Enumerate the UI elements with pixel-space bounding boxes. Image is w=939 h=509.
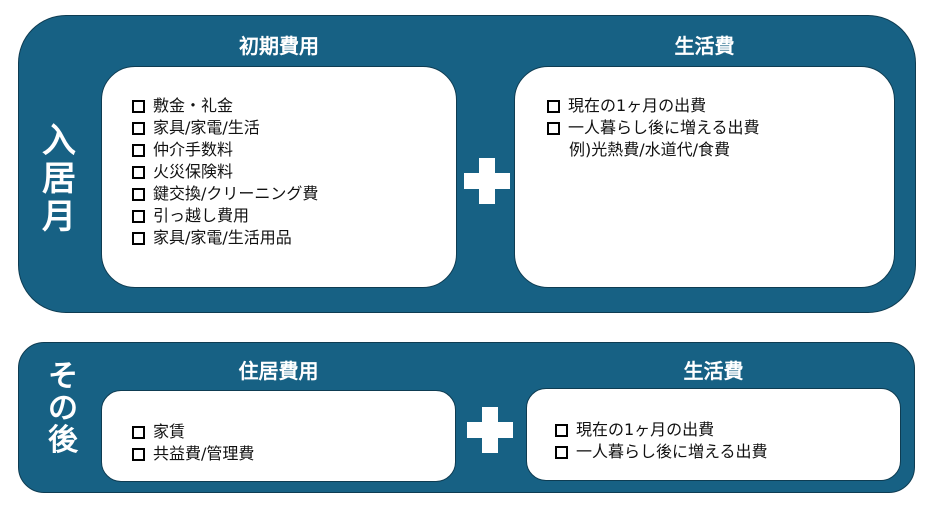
initial-costs-box: 敷金・礼金 家具/家電/生活 仲介手数料 火災保険料 鍵交換/クリーニング費 引…	[101, 66, 457, 288]
living-costs-box: 現在の1ヶ月の出費 一人暮らし後に増える出費	[526, 388, 901, 481]
item-text: 火災保険料	[153, 162, 234, 181]
plus-icon	[467, 407, 513, 453]
initial-costs-list: 敷金・礼金 家具/家電/生活 仲介手数料 火災保険料 鍵交換/クリーニング費 引…	[132, 95, 318, 249]
label-char: 入	[42, 121, 76, 161]
living-costs-list: 現在の1ヶ月の出費 一人暮らし後に増える出費 例)光熱費/水道代/食費	[547, 95, 760, 161]
list-item: 家賃	[132, 421, 254, 443]
checkbox-icon	[132, 143, 145, 157]
move-in-month-panel: 入 居 月 初期費用 敷金・礼金 家具/家電/生活 仲介手数料 火災保険料 鍵交…	[18, 15, 916, 313]
checkbox-icon	[132, 187, 145, 201]
checkbox-icon	[132, 447, 145, 461]
initial-costs-title: 初期費用	[239, 34, 319, 58]
housing-costs-title: 住居費用	[238, 359, 319, 383]
label-char: そ	[48, 359, 78, 394]
list-item: 引っ越し費用	[132, 205, 318, 227]
checkbox-icon	[547, 99, 560, 113]
living-costs-title: 生活費	[674, 34, 735, 58]
living-costs-title: 生活費	[683, 359, 744, 383]
item-text: 現在の1ヶ月の出費	[568, 96, 707, 115]
housing-costs-list: 家賃 共益費/管理費	[132, 421, 254, 465]
checkbox-icon	[547, 121, 560, 135]
after-label: そ の 後	[43, 361, 83, 457]
label-char: 後	[48, 423, 78, 458]
living-costs-box: 現在の1ヶ月の出費 一人暮らし後に増える出費 例)光熱費/水道代/食費	[514, 66, 895, 288]
item-text: 引っ越し費用	[153, 206, 250, 225]
checkbox-icon	[132, 165, 145, 179]
label-char: の	[48, 391, 78, 426]
item-text: 現在の1ヶ月の出費	[576, 420, 715, 439]
list-item: 家具/家電/生活用品	[132, 227, 318, 249]
item-text: 家具/家電/生活	[153, 118, 260, 137]
housing-costs-box: 家賃 共益費/管理費	[101, 390, 456, 482]
list-item: 一人暮らし後に増える出費	[555, 441, 768, 463]
item-text: 一人暮らし後に増える出費	[568, 118, 760, 137]
list-item: 共益費/管理費	[132, 443, 254, 465]
checkbox-icon	[132, 231, 145, 245]
item-text: 共益費/管理費	[153, 444, 255, 463]
list-item: 鍵交換/クリーニング費	[132, 183, 318, 205]
plus-icon	[464, 158, 510, 204]
living-costs-list: 現在の1ヶ月の出費 一人暮らし後に増える出費	[555, 419, 768, 463]
checkbox-icon	[132, 121, 145, 135]
list-item: 家具/家電/生活	[132, 117, 318, 139]
item-text: 鍵交換/クリーニング費	[153, 184, 319, 203]
item-text: 家賃	[153, 422, 186, 441]
after-panel: そ の 後 住居費用 家賃 共益費/管理費 生活費 現在の1ヶ月の出費 一人暮ら…	[18, 342, 915, 493]
checkbox-icon	[555, 445, 568, 459]
item-text: 一人暮らし後に増える出費	[576, 442, 768, 461]
label-char: 月	[42, 197, 76, 237]
item-text: 敷金・礼金	[153, 96, 234, 115]
list-item: 現在の1ヶ月の出費	[547, 95, 760, 117]
note-text: 例)光熱費/水道代/食費	[569, 140, 731, 159]
checkbox-icon	[132, 209, 145, 223]
checkbox-icon	[555, 423, 568, 437]
move-in-month-label: 入 居 月	[39, 122, 79, 236]
checkbox-icon	[132, 99, 145, 113]
list-item: 火災保険料	[132, 161, 318, 183]
list-note: 例)光熱費/水道代/食費	[547, 139, 760, 161]
list-item: 仲介手数料	[132, 139, 318, 161]
list-item: 敷金・礼金	[132, 95, 318, 117]
list-item: 現在の1ヶ月の出費	[555, 419, 768, 441]
list-item: 一人暮らし後に増える出費	[547, 117, 760, 139]
checkbox-icon	[132, 425, 145, 439]
label-char: 居	[42, 159, 76, 199]
item-text: 仲介手数料	[153, 140, 234, 159]
item-text: 家具/家電/生活用品	[153, 228, 292, 247]
